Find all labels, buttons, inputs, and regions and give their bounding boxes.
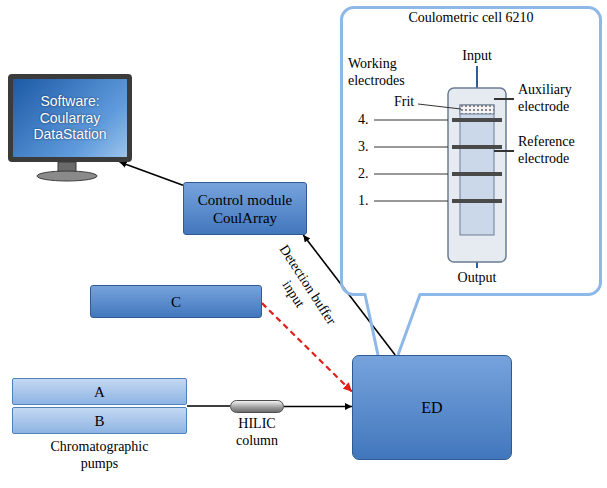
- node-text: A: [94, 383, 105, 401]
- cell-column: [460, 105, 494, 235]
- callout-number: 2.: [358, 166, 369, 183]
- pump-box: B: [12, 407, 187, 434]
- pump-box: A: [12, 378, 187, 405]
- input-tube: [476, 66, 478, 88]
- callout-outline: [342, 8, 601, 356]
- monitor-base: [37, 171, 97, 181]
- node-heading: Chromatographic pumps: [40, 439, 160, 473]
- node-text: C: [171, 293, 181, 311]
- flow-arrow: [120, 162, 183, 185]
- node-text: B: [94, 412, 104, 430]
- port-label: Output: [452, 270, 502, 287]
- flow-arrow: [284, 406, 352, 408]
- callout-number: 1.: [358, 193, 369, 210]
- control-module-box: Control module CoulArray: [183, 182, 307, 235]
- edge-label: Detection buffer input: [256, 235, 344, 346]
- working-electrode: [452, 118, 502, 122]
- node-heading: HILIC column: [227, 416, 287, 450]
- pump-box: C: [90, 285, 262, 318]
- leader-line: [418, 104, 461, 109]
- node-text: Coulometric cell 6210: [406, 10, 536, 27]
- leader-line: [374, 147, 448, 148]
- part-label: Working electrodes: [348, 56, 428, 90]
- auxiliary-electrode: [494, 98, 514, 100]
- part-label: Auxiliary electrode: [518, 82, 596, 116]
- working-electrode: [452, 199, 502, 203]
- callout-number: 3.: [358, 139, 369, 156]
- part-label: Reference electrode: [518, 134, 596, 168]
- hilic-column: HILIC column: [230, 400, 284, 413]
- node-text: Software: Coularray DataStation: [17, 93, 123, 143]
- pump-group: ABChromatographic pumps: [12, 378, 187, 434]
- flow-arrow: [187, 405, 230, 407]
- node-text: Control module CoulArray: [189, 191, 301, 227]
- detector-box: ED: [352, 355, 512, 460]
- output-tube: [476, 262, 478, 268]
- working-electrode: [452, 145, 502, 149]
- leader-line: [374, 201, 448, 202]
- monitor-screen: Software: Coularray DataStation: [8, 74, 132, 162]
- working-electrode: [452, 172, 502, 176]
- cell-body: [448, 88, 506, 262]
- part-label: Frit: [394, 94, 414, 111]
- frit: [460, 105, 494, 114]
- callout-number: 4.: [358, 112, 369, 129]
- reference-electrode: [494, 150, 514, 152]
- port-label: Input: [452, 48, 502, 65]
- node-text: ED: [421, 398, 442, 417]
- leader-line: [374, 120, 448, 121]
- leader-line: [374, 174, 448, 175]
